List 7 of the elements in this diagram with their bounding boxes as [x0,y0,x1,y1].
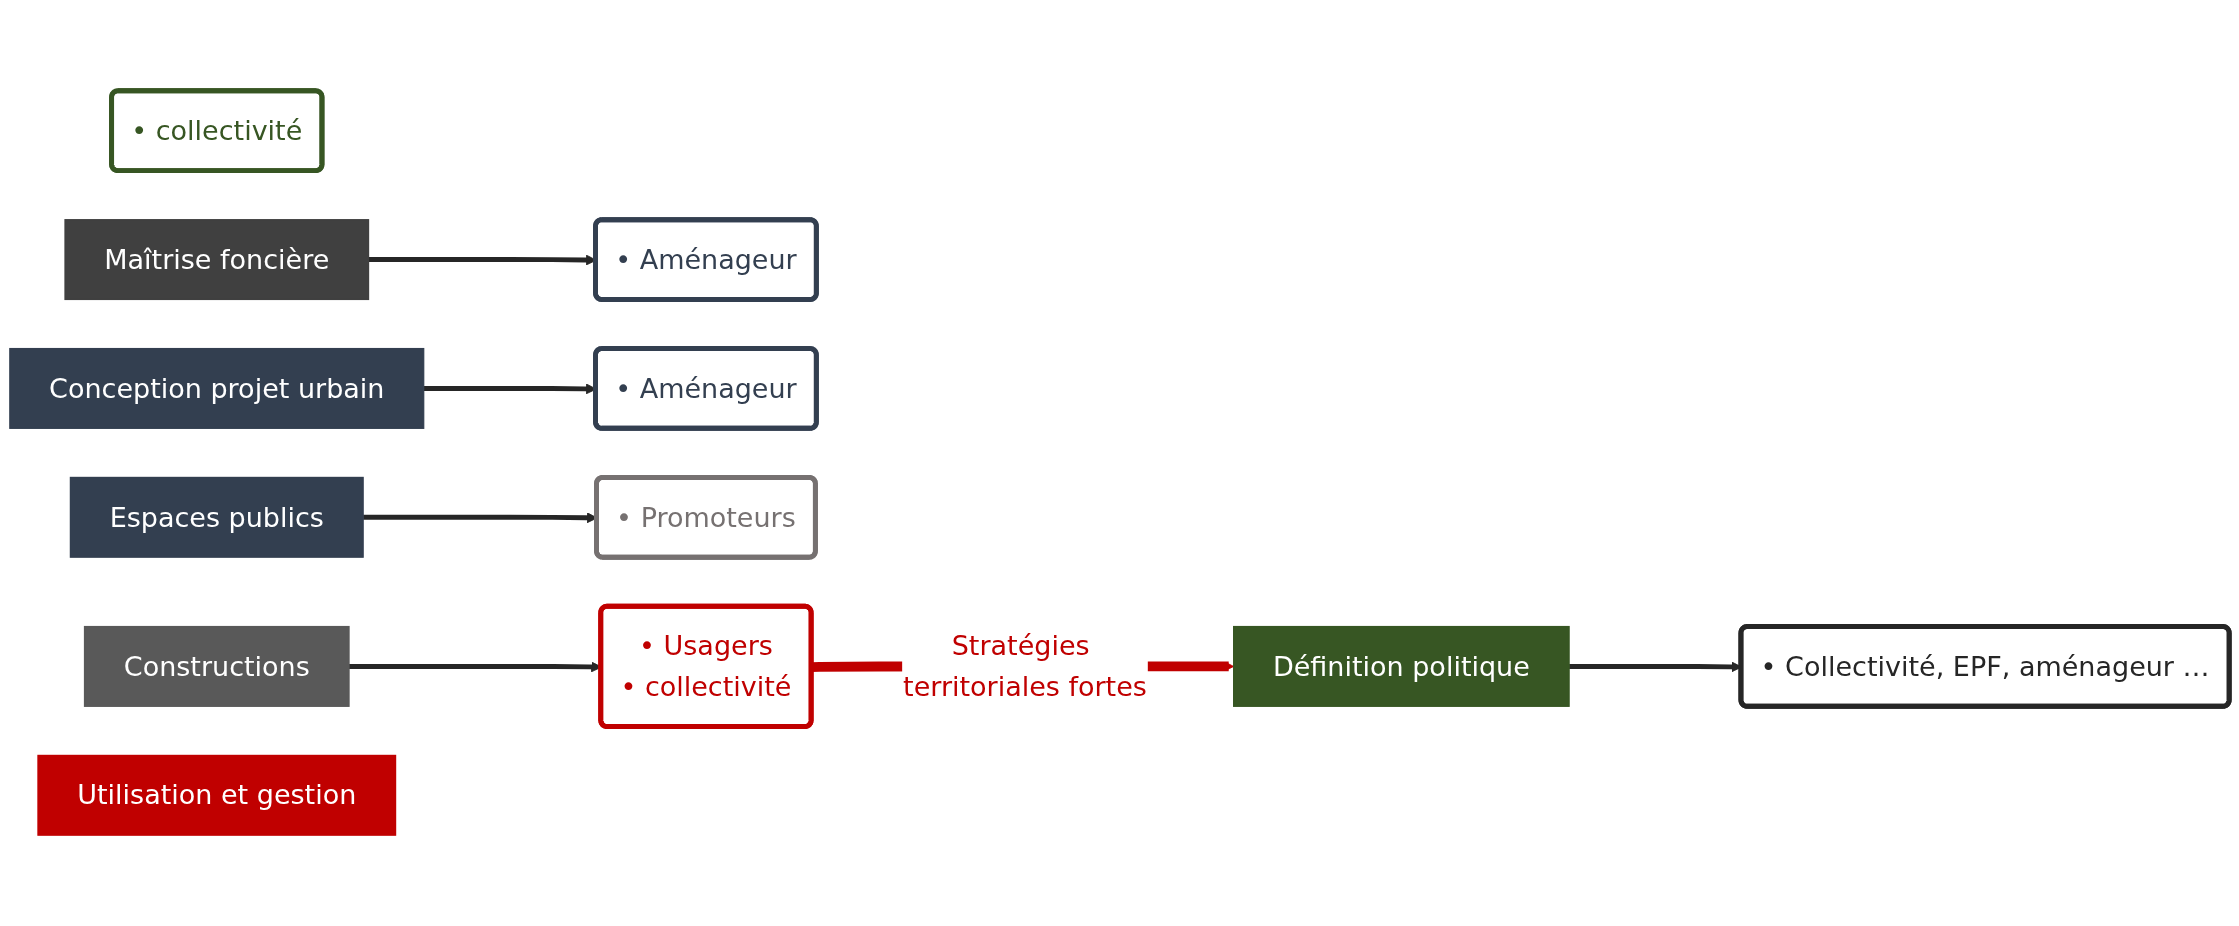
edge-label: Stratégies territoriales fortes [903,630,1147,703]
node-box: Maîtrise foncière [64,219,370,301]
node-box: Conception projet urbain [9,347,425,429]
node-box: Définition politique [1233,625,1570,707]
node-box: Utilisation et gestion [37,754,397,836]
node-box: Espaces publics [69,476,364,558]
node-box: Constructions [83,625,350,707]
